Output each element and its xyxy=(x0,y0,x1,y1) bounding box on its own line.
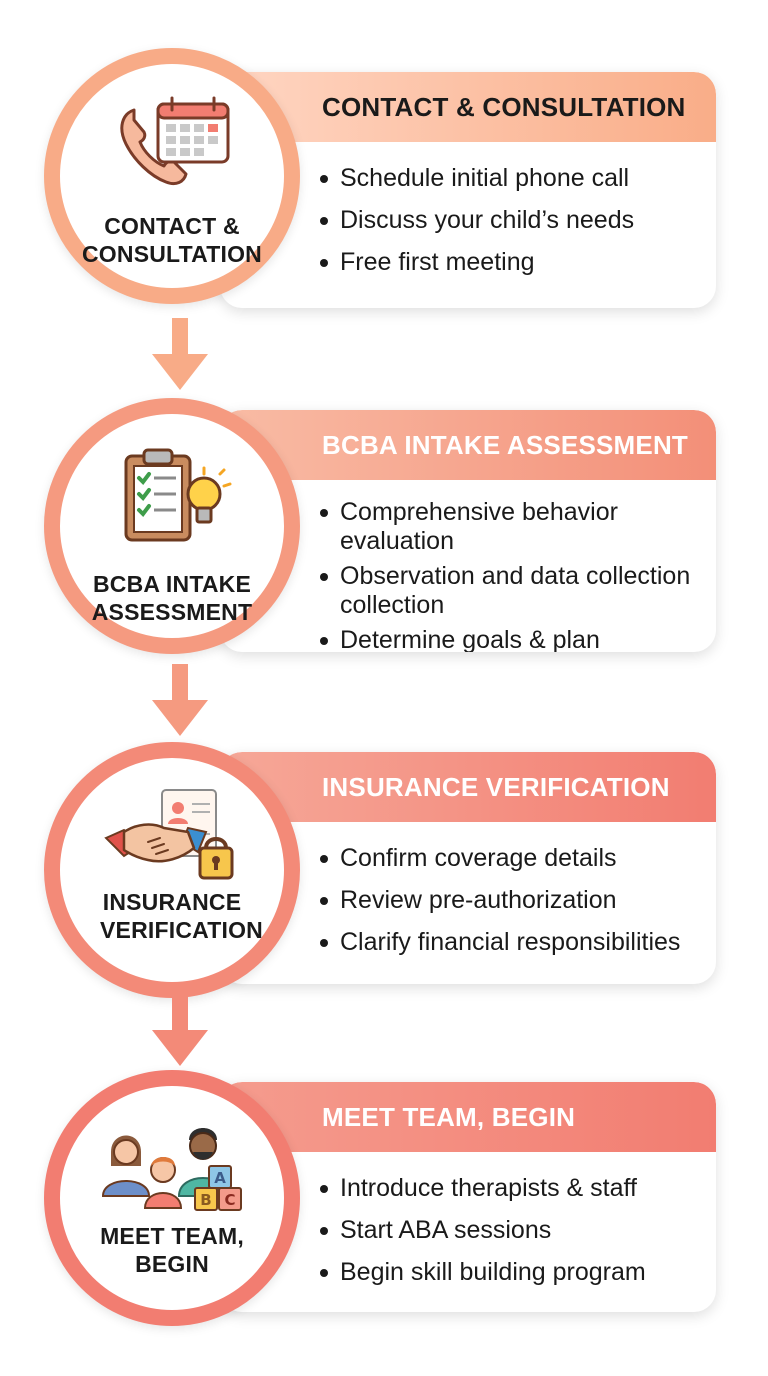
family-blocks-icon: A B C xyxy=(101,1128,242,1211)
circle-label: INSURANCE VERIFICATION xyxy=(100,889,263,943)
step-circle: BCBA INTAKE ASSESSMENT xyxy=(44,398,300,654)
phone-calendar-icon xyxy=(120,96,230,186)
list-item: Begin skill building program xyxy=(320,1258,706,1287)
list-item: Comprehensive behavior evaluation xyxy=(320,498,706,556)
step-circle: A B C MEET TEAM, BEGIN xyxy=(44,1070,300,1326)
step-items: Confirm coverage details Review pre-auth… xyxy=(220,822,716,957)
step-title: BCBA INTAKE ASSESSMENT xyxy=(220,410,716,480)
list-item: Observation and data collection collecti… xyxy=(320,562,706,620)
step-card: BCBA INTAKE ASSESSMENT Comprehensive beh… xyxy=(220,410,716,652)
list-item: Schedule initial phone call xyxy=(320,164,706,193)
list-item: Determine goals & plan xyxy=(320,626,706,652)
svg-text:B: B xyxy=(200,1191,211,1209)
circle-label: MEET TEAM, BEGIN xyxy=(100,1223,244,1277)
circle-label: CONTACT & CONSULTATION xyxy=(82,213,262,267)
arrow-down-icon xyxy=(152,994,208,1066)
clipboard-lightbulb-icon xyxy=(124,448,232,542)
list-item: Introduce therapists & staff xyxy=(320,1174,706,1203)
handshake-lock-icon xyxy=(104,789,234,880)
step-items: Comprehensive behavior evaluation Observ… xyxy=(220,480,716,652)
step-card: MEET TEAM, BEGIN Introduce therapists & … xyxy=(220,1082,716,1312)
arrow-down-icon xyxy=(152,318,208,390)
step-title: MEET TEAM, BEGIN xyxy=(220,1082,716,1152)
arrow-down-icon xyxy=(152,664,208,736)
step-title: INSURANCE VERIFICATION xyxy=(220,752,716,822)
svg-text:A: A xyxy=(214,1169,226,1187)
list-item: Review pre-authorization xyxy=(320,886,706,915)
list-item: Clarify financial responsibilities xyxy=(320,928,706,957)
circle-label: BCBA INTAKE ASSESSMENT xyxy=(91,571,253,625)
list-item: Discuss your child’s needs xyxy=(320,206,706,235)
step-circle: CONTACT & CONSULTATION xyxy=(44,48,300,304)
step-title: CONTACT & CONSULTATION xyxy=(220,72,716,142)
list-item: Start ABA sessions xyxy=(320,1216,706,1245)
step-items: Schedule initial phone call Discuss your… xyxy=(220,142,716,277)
step-circle: INSURANCE VERIFICATION xyxy=(44,742,300,998)
step-items: Introduce therapists & staff Start ABA s… xyxy=(220,1152,716,1287)
svg-text:C: C xyxy=(224,1191,235,1209)
step-card: CONTACT & CONSULTATION Schedule initial … xyxy=(220,72,716,308)
list-item: Confirm coverage details xyxy=(320,844,706,873)
list-item: Free first meeting xyxy=(320,248,706,277)
step-card: INSURANCE VERIFICATION Confirm coverage … xyxy=(220,752,716,984)
